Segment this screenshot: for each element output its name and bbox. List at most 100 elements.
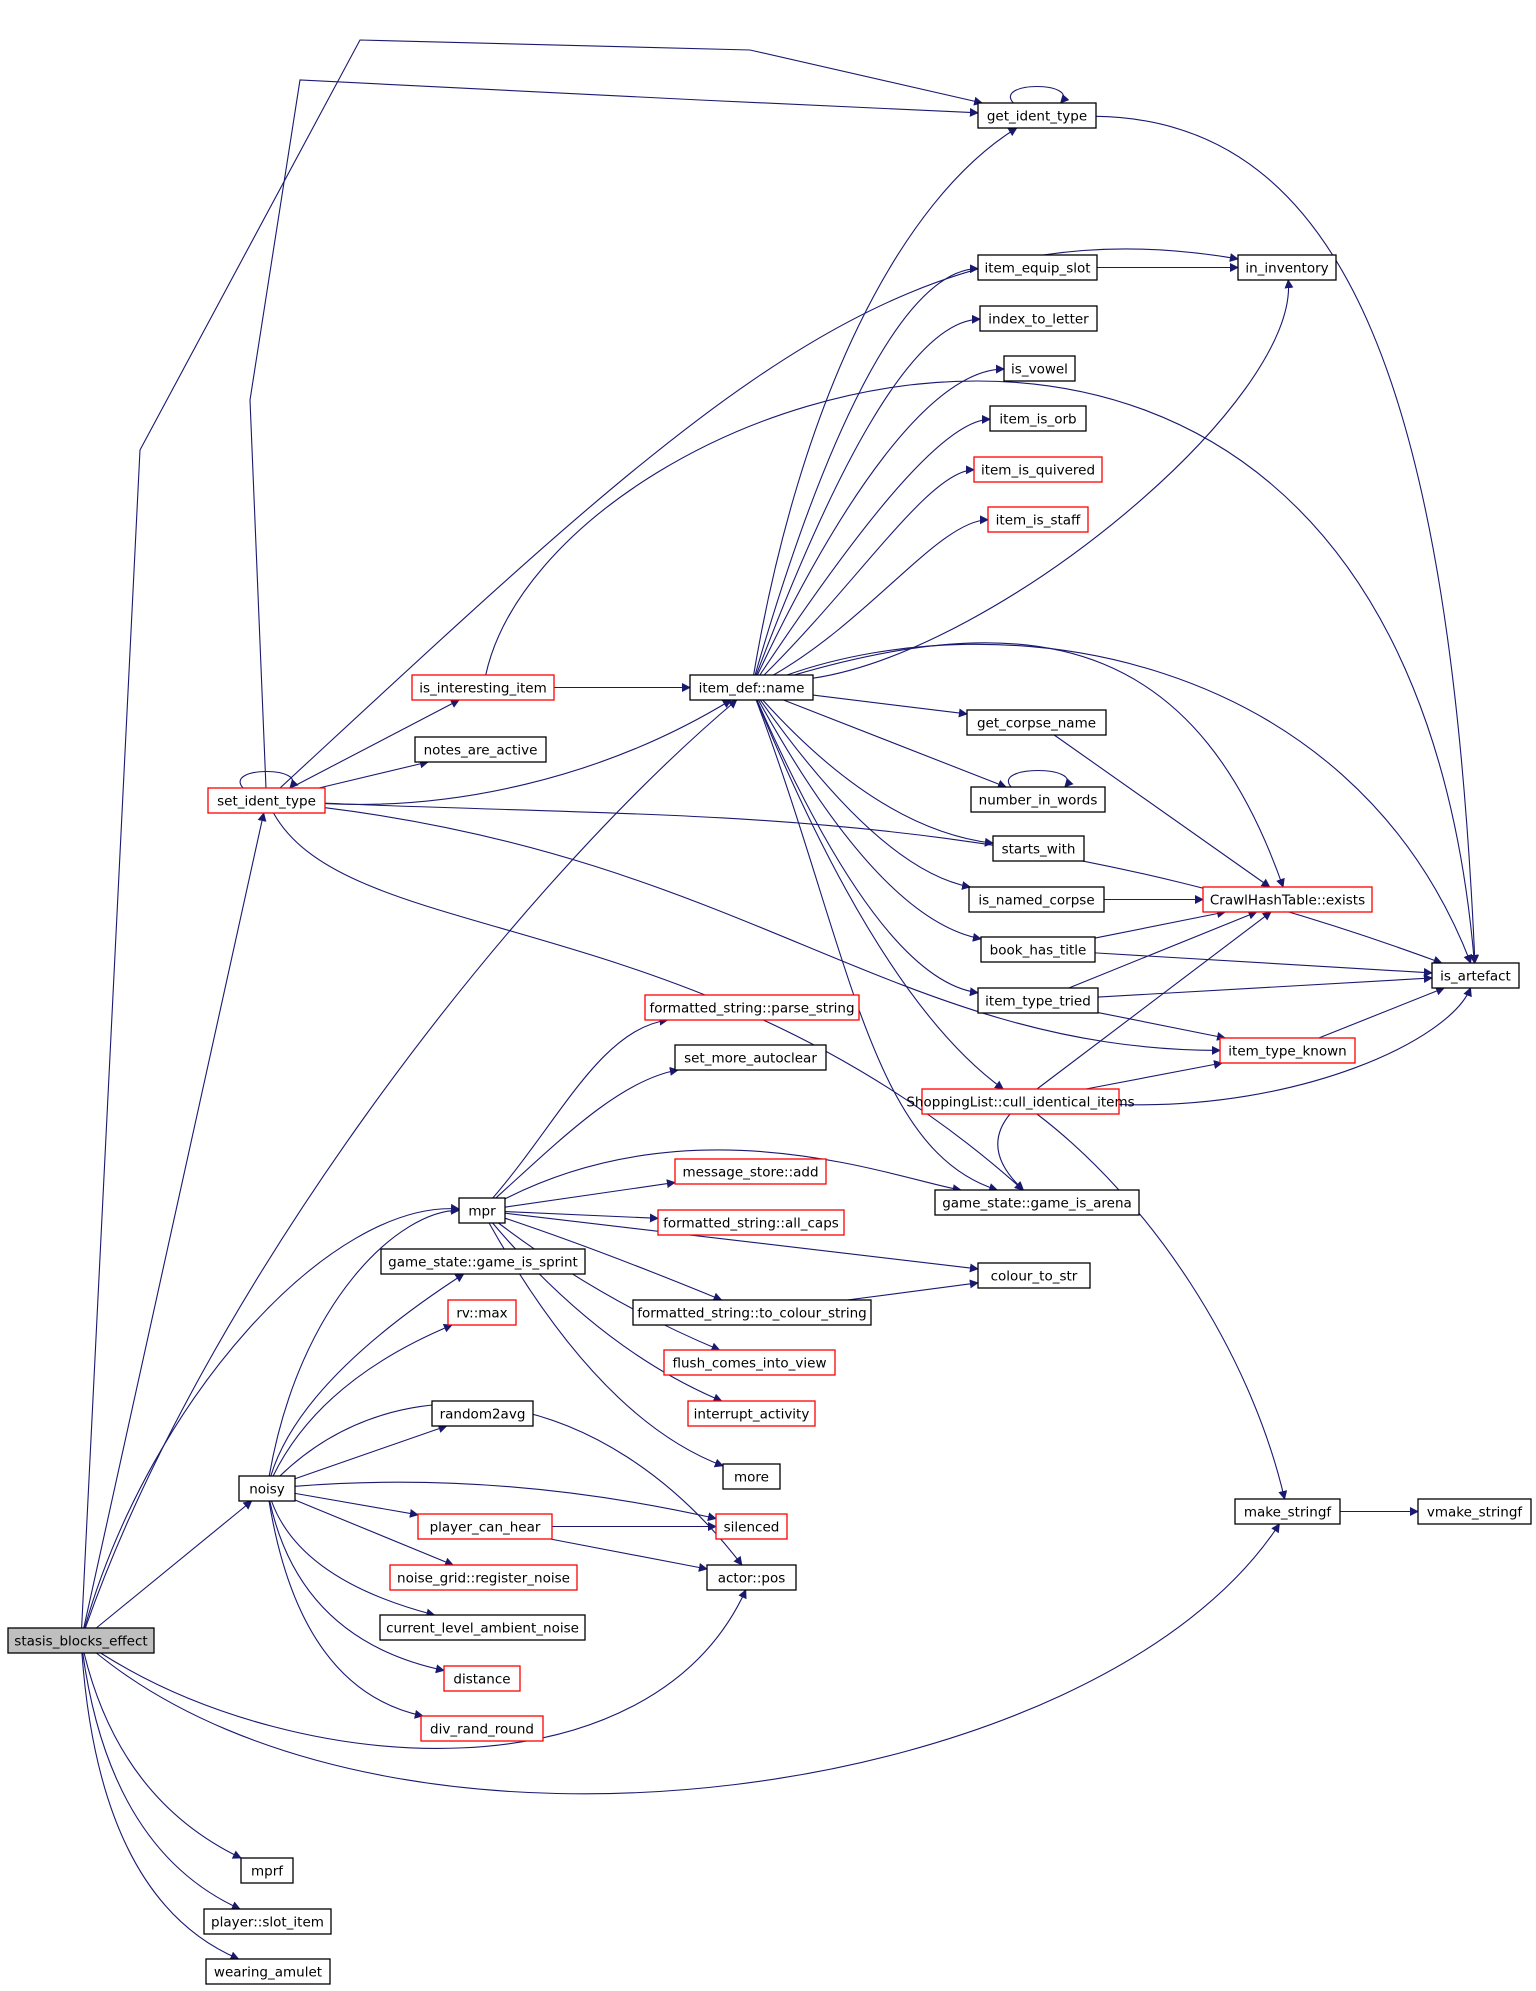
- node-make_stringf[interactable]: make_stringf: [1234, 1498, 1341, 1525]
- node-formatted_string_to_colour_string[interactable]: formatted_string::to_colour_string: [632, 1299, 872, 1326]
- edge-set_ident_type-to-is_interesting_item: [290, 699, 460, 789]
- node-item_def_name[interactable]: item_def::name: [689, 674, 814, 701]
- node-is_interesting_item[interactable]: is_interesting_item: [411, 674, 555, 701]
- edge-set_ident_type-to-in_inventory: [279, 248, 1239, 789]
- edge-item_def_name-to-item_type_tried: [756, 699, 979, 997]
- node-message_store_add[interactable]: message_store::add: [674, 1158, 827, 1185]
- node-label: item_is_staff: [996, 513, 1081, 529]
- edge-noisy-to-mpr: [268, 1205, 460, 1477]
- edge-stasis_blocks_effect-to-mpr: [84, 1203, 460, 1629]
- edge-shoppinglist_cull_identical_items-to-crawlhashtable_exists: [1036, 911, 1272, 1090]
- node-starts_with[interactable]: starts_with: [992, 835, 1085, 862]
- node-crawlhashtable_exists[interactable]: CrawlHashTable::exists: [1202, 886, 1373, 913]
- edge-item_def_name-to-item_is_orb: [759, 414, 991, 676]
- node-noise_grid_register_noise[interactable]: noise_grid::register_noise: [389, 1564, 578, 1591]
- edge-noisy-to-noise_grid_register_noise: [294, 1499, 454, 1567]
- node-book_has_title[interactable]: book_has_title: [980, 936, 1096, 963]
- edge-set_ident_type-to-is_artefact: [324, 802, 1443, 965]
- node-get_ident_type[interactable]: get_ident_type: [977, 102, 1097, 129]
- node-noisy[interactable]: noisy: [238, 1475, 296, 1502]
- node-box: [644, 994, 860, 1021]
- node-number_in_words[interactable]: number_in_words: [970, 786, 1106, 813]
- edge-noisy-to-distance: [269, 1500, 445, 1674]
- edge-stasis_blocks_effect-to-make_stringf: [96, 1523, 1280, 1795]
- edge-item_def_name-to-get_corpse_name: [812, 694, 968, 718]
- node-distance[interactable]: distance: [443, 1665, 521, 1692]
- node-game_state_game_is_sprint[interactable]: game_state::game_is_sprint: [380, 1248, 586, 1275]
- edge-noisy-to-rv_max: [272, 1323, 453, 1477]
- node-stasis_blocks_effect[interactable]: stasis_blocks_effect: [7, 1627, 155, 1654]
- node-current_level_ambient_noise[interactable]: current_level_ambient_noise: [379, 1614, 586, 1641]
- node-item_is_orb[interactable]: item_is_orb: [989, 405, 1087, 432]
- node-item_is_staff[interactable]: item_is_staff: [987, 506, 1089, 533]
- edge-item_def_name-to-item_is_quivered: [763, 465, 975, 676]
- node-shoppinglist_cull_identical_items[interactable]: ShoppingList::cull_identical_items: [906, 1088, 1135, 1115]
- node-random2avg[interactable]: random2avg: [431, 1400, 534, 1427]
- node-label: formatted_string::parse_string: [649, 1001, 854, 1017]
- edge-set_ident_type-to-get_ident_type: [249, 79, 979, 789]
- node-colour_to_str[interactable]: colour_to_str: [977, 1262, 1091, 1289]
- node-label: item_is_quivered: [981, 463, 1095, 479]
- node-flush_comes_into_view[interactable]: flush_comes_into_view: [663, 1349, 836, 1376]
- node-box: [205, 1958, 331, 1985]
- node-label: player::slot_item: [211, 1915, 324, 1931]
- node-label: distance: [453, 1672, 510, 1688]
- node-box: [380, 1248, 586, 1275]
- edge-player_can_hear-to-actor_pos: [550, 1538, 708, 1572]
- node-is_artefact[interactable]: is_artefact: [1431, 962, 1520, 989]
- node-box: [458, 1197, 506, 1224]
- node-label: item_is_orb: [999, 412, 1076, 428]
- node-wearing_amulet[interactable]: wearing_amulet: [205, 1958, 331, 1985]
- node-label: make_stringf: [1244, 1505, 1333, 1521]
- node-div_rand_round[interactable]: div_rand_round: [420, 1715, 544, 1742]
- edge-item_def_name-to-crawlhashtable_exists: [793, 642, 1285, 888]
- node-formatted_string_all_caps[interactable]: formatted_string::all_caps: [657, 1209, 845, 1236]
- node-notes_are_active[interactable]: notes_are_active: [414, 736, 547, 763]
- node-label: item_type_tried: [985, 994, 1091, 1010]
- edge-item_def_name-to-index_to_letter: [755, 314, 981, 676]
- node-actor_pos[interactable]: actor::pos: [706, 1564, 797, 1591]
- edge-stasis_blocks_effect-to-player_slot_item: [82, 1652, 241, 1910]
- node-index_to_letter[interactable]: index_to_letter: [979, 305, 1098, 332]
- node-mpr[interactable]: mpr: [458, 1197, 506, 1224]
- node-label: silenced: [724, 1520, 780, 1536]
- node-item_equip_slot[interactable]: item_equip_slot: [977, 254, 1098, 281]
- node-game_state_game_is_arena[interactable]: game_state::game_is_arena: [934, 1189, 1140, 1216]
- node-box: [987, 506, 1089, 533]
- node-more[interactable]: more: [722, 1463, 781, 1490]
- node-label: number_in_words: [979, 793, 1098, 809]
- node-set_ident_type[interactable]: set_ident_type: [207, 787, 326, 814]
- edge-item_type_tried-to-crawlhashtable_exists: [1068, 910, 1258, 989]
- node-box: [1237, 254, 1337, 281]
- node-item_is_quivered[interactable]: item_is_quivered: [973, 456, 1103, 483]
- node-mprf[interactable]: mprf: [240, 1857, 294, 1884]
- node-vmake_stringf[interactable]: vmake_stringf: [1417, 1498, 1532, 1525]
- function-nodes: stasis_blocks_effect get_ident_type item_e…: [7, 102, 1532, 1985]
- node-silenced[interactable]: silenced: [715, 1513, 788, 1540]
- node-box: [1202, 886, 1373, 913]
- edge-mpr-to-set_more_autoclear: [495, 1066, 679, 1199]
- node-item_type_known[interactable]: item_type_known: [1219, 1037, 1356, 1064]
- node-formatted_string_parse_string[interactable]: formatted_string::parse_string: [644, 994, 860, 1021]
- node-box: [443, 1665, 521, 1692]
- node-is_named_corpse[interactable]: is_named_corpse: [968, 886, 1105, 913]
- edge-noisy-to-actor_pos: [279, 1403, 743, 1566]
- node-rv_max[interactable]: rv::max: [447, 1299, 517, 1326]
- node-label: more: [734, 1470, 769, 1486]
- node-box: [1234, 1498, 1341, 1525]
- edge-mpr-to-colour_to_str: [504, 1212, 979, 1273]
- node-is_vowel[interactable]: is_vowel: [1003, 355, 1076, 382]
- edge-noisy-to-random2avg: [294, 1424, 448, 1480]
- node-label: noise_grid::register_noise: [397, 1571, 570, 1587]
- node-box: [420, 1715, 544, 1742]
- node-set_more_autoclear[interactable]: set_more_autoclear: [674, 1044, 827, 1071]
- node-player_slot_item[interactable]: player::slot_item: [203, 1908, 332, 1935]
- node-in_inventory[interactable]: in_inventory: [1237, 254, 1337, 281]
- node-label: colour_to_str: [991, 1269, 1078, 1285]
- node-label: interrupt_activity: [694, 1407, 810, 1423]
- node-player_can_hear[interactable]: player_can_hear: [417, 1513, 553, 1540]
- node-get_corpse_name[interactable]: get_corpse_name: [966, 709, 1107, 736]
- node-item_type_tried[interactable]: item_type_tried: [977, 987, 1099, 1014]
- node-label: set_more_autoclear: [684, 1051, 817, 1067]
- node-interrupt_activity[interactable]: interrupt_activity: [687, 1400, 816, 1427]
